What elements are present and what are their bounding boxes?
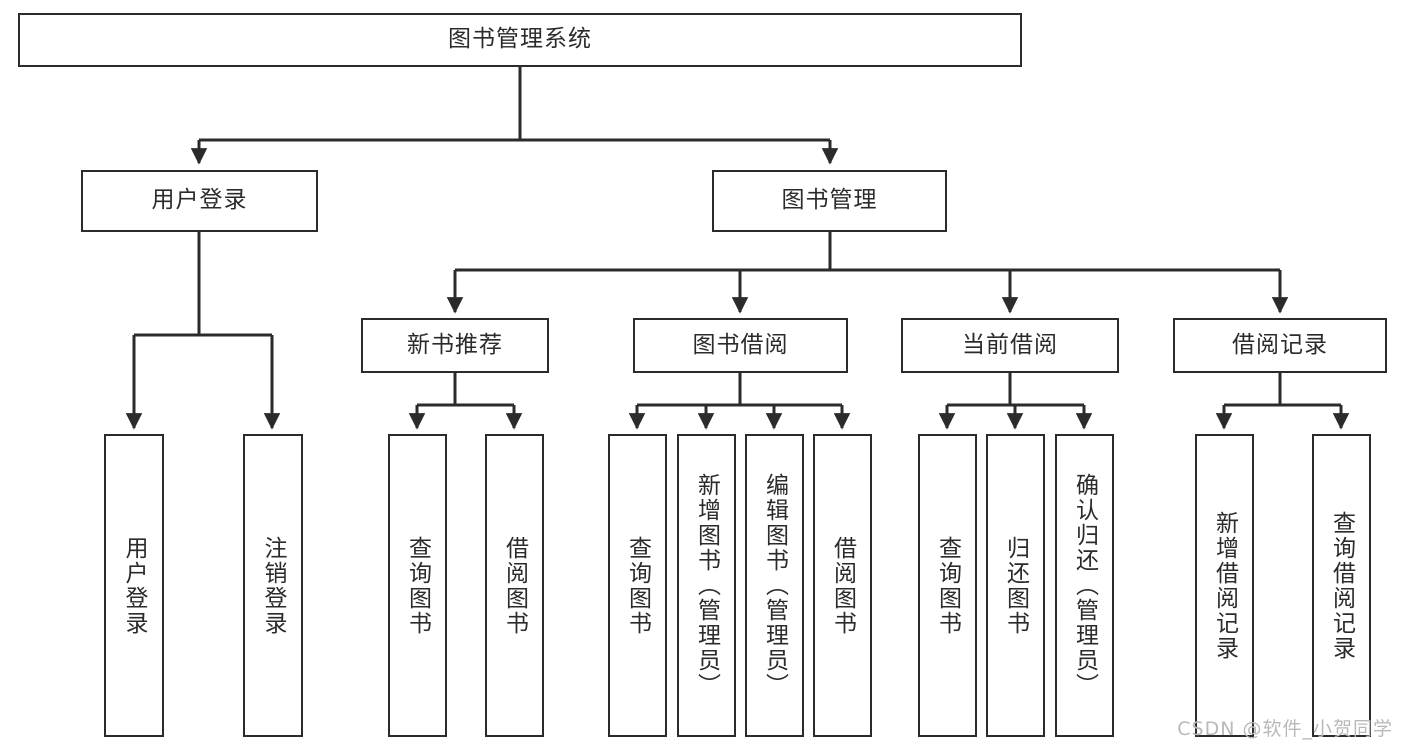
leaf-label: 新增图书（管理员） — [693, 473, 720, 698]
node-current-borrow[interactable]: 当前借阅 — [901, 318, 1119, 373]
leaf-label: 新增借阅记录 — [1211, 510, 1238, 661]
leaf-label: 归还图书 — [1002, 535, 1029, 636]
leaf-label: 编辑图书（管理员） — [761, 473, 788, 698]
leaf-add-book-admin[interactable]: 新增图书（管理员） — [677, 434, 736, 737]
node-book-management[interactable]: 图书管理 — [712, 170, 947, 232]
leaf-return-books[interactable]: 归还图书 — [986, 434, 1045, 737]
leaf-logout[interactable]: 注销登录 — [243, 434, 303, 737]
leaf-borrow-books-2[interactable]: 借阅图书 — [813, 434, 872, 737]
leaf-borrow-books-1[interactable]: 借阅图书 — [485, 434, 544, 737]
leaf-label: 注销登录 — [260, 535, 287, 636]
node-root[interactable]: 图书管理系统 — [18, 13, 1022, 67]
leaf-label: 借阅图书 — [501, 535, 528, 636]
node-borrow-records[interactable]: 借阅记录 — [1173, 318, 1387, 373]
leaf-user-login[interactable]: 用户登录 — [104, 434, 164, 737]
leaf-confirm-return-admin[interactable]: 确认归还（管理员） — [1055, 434, 1114, 737]
node-new-book-recommend[interactable]: 新书推荐 — [361, 318, 549, 373]
leaf-label: 查询借阅记录 — [1328, 510, 1355, 661]
leaf-label: 确认归还（管理员） — [1071, 473, 1098, 698]
leaf-edit-book-admin[interactable]: 编辑图书（管理员） — [745, 434, 804, 737]
node-book-borrow[interactable]: 图书借阅 — [633, 318, 848, 373]
leaf-query-borrow-record[interactable]: 查询借阅记录 — [1312, 434, 1371, 737]
leaf-query-books-2[interactable]: 查询图书 — [608, 434, 667, 737]
leaf-label: 借阅图书 — [829, 535, 856, 636]
leaf-label: 查询图书 — [624, 535, 651, 636]
leaf-label: 查询图书 — [934, 535, 961, 636]
leaf-label: 查询图书 — [404, 535, 431, 636]
leaf-add-borrow-record[interactable]: 新增借阅记录 — [1195, 434, 1254, 737]
node-user-login[interactable]: 用户登录 — [81, 170, 318, 232]
leaf-query-books-3[interactable]: 查询图书 — [918, 434, 977, 737]
leaf-query-books-1[interactable]: 查询图书 — [388, 434, 447, 737]
leaf-label: 用户登录 — [121, 535, 148, 636]
